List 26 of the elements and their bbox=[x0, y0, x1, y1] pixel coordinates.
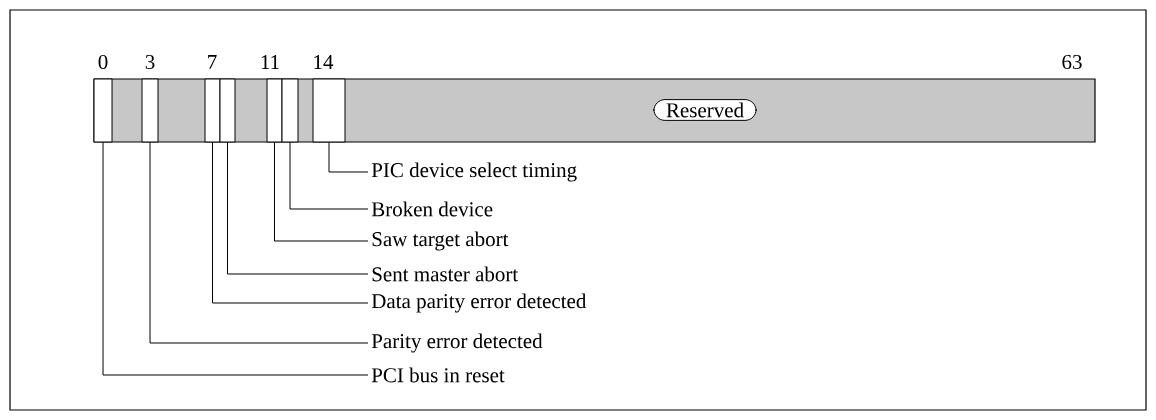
field-label: PCI bus in reset bbox=[371, 367, 505, 383]
bit-number: 7 bbox=[208, 55, 217, 69]
field-label: Data parity error detected bbox=[371, 293, 587, 313]
bit-number: 11 bbox=[261, 55, 279, 69]
bit-number: 3 bbox=[145, 54, 155, 70]
field-label: Broken device bbox=[371, 201, 493, 217]
bit-cell bbox=[219, 78, 236, 143]
leader-line bbox=[102, 142, 369, 376]
field-label: Saw target abort bbox=[372, 231, 509, 251]
leader-line bbox=[274, 142, 369, 242]
bit-cell bbox=[93, 78, 113, 143]
leader-line bbox=[328, 142, 369, 173]
leader-line bbox=[289, 142, 369, 210]
bit-number: 14 bbox=[314, 55, 334, 69]
reserved-label: Reserved bbox=[653, 99, 757, 121]
field-label: Sent master abort bbox=[372, 266, 519, 282]
leader-line bbox=[227, 142, 369, 275]
bit-cell bbox=[281, 78, 299, 143]
leader-line bbox=[212, 142, 369, 304]
bit-number: 63 bbox=[1062, 54, 1082, 70]
bit-cell bbox=[141, 78, 159, 143]
field-label: Parity error detected bbox=[371, 333, 543, 353]
bit-number: 0 bbox=[98, 54, 108, 70]
leader-line bbox=[149, 142, 369, 344]
field-label: PIC device select timing bbox=[371, 162, 577, 182]
bit-cell bbox=[312, 78, 346, 143]
